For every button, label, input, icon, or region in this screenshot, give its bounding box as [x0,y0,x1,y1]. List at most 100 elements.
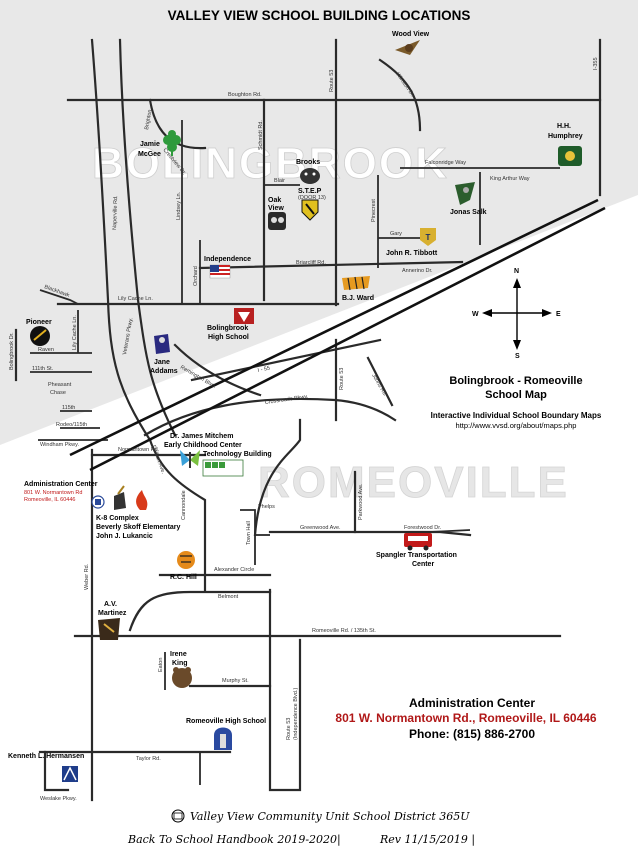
label-hh-humphrey-2: Humphrey [548,133,583,140]
road-independence [253,418,302,537]
label-forestwood: Forestwood Dr. [404,525,442,531]
label-mitchem-2: Early Childhood Center [164,442,242,449]
label-bolingbrook-hs-2: High School [208,334,249,341]
label-boughton: Boughton Rd. [228,92,262,98]
map-header-url[interactable]: http://www.vvsd.org/about/maps.php [456,421,577,430]
label-bj-ward: B.J. Ward [342,295,374,302]
label-brooks: Brooks [296,159,320,166]
label-hh-humphrey-1: H.H. [557,123,571,130]
compass-w: W [472,311,479,318]
page-title: VALLEY VIEW SCHOOL BUILDING LOCATIONS [168,8,471,23]
shield-icon[interactable] [301,199,319,221]
bus-icon[interactable] [404,533,432,551]
label-wood-view: Wood View [392,31,430,38]
label-taylor: Taylor Rd. [136,756,161,762]
label-dalhart: Dalhart Ave. [150,445,166,476]
bolingbrook-shaded-area [0,0,638,445]
raider-icon[interactable] [234,308,254,324]
label-remington: Remington Blvd. [179,365,217,391]
spartan-helmet-icon[interactable] [214,727,232,751]
label-schmidt: Schmidt Rd. [258,120,264,150]
tiger-icon[interactable] [342,276,370,291]
label-pinecrest: Pinecrest [371,199,377,222]
technology-logo-icon[interactable] [202,459,244,477]
road-naperville-east [118,38,177,437]
hawk-icon[interactable] [455,182,475,205]
label-k8-1: K-8 Complex [96,515,139,522]
school-labels: Wood View H.H. Humphrey Jamie McGee Broo… [8,31,583,760]
label-pheasant-1: Pheasant [48,382,72,388]
road-briarcliff [198,260,464,270]
admin-center-title: Administration Center [409,696,535,710]
owl-icon[interactable] [268,212,286,230]
label-naperville: Naperville Rd. [112,195,119,230]
label-gary: Gary [390,231,402,237]
romeoville-area-label: ROMEOVILLE [258,458,569,507]
label-lindsey: Lindsey Ln. [176,191,182,220]
svg-text:T: T [426,233,431,242]
knight-icon[interactable] [154,334,170,354]
label-oak-view-2: View [268,205,284,212]
road-phelps [240,509,256,565]
clover-icon[interactable] [163,130,181,156]
hornet-icon[interactable] [558,146,582,166]
label-jane-addams-1: Jane [154,359,170,366]
admin-center-phone: Phone: (815) 886-2700 [409,727,535,741]
bear-icon[interactable] [172,667,192,688]
label-murphy: Murphy St. [222,678,249,684]
pioneer-icon[interactable] [30,326,50,346]
spartan-icon[interactable] [114,485,126,510]
label-bolingbrook-dr: Bolingbrook Dr. [9,332,15,370]
butterfly-icon[interactable] [180,450,200,468]
road-crossroads [143,397,397,437]
label-pioneer: Pioneer [26,319,52,326]
admin-seal-icon[interactable] [91,495,105,509]
label-i55: I - 55 [257,365,271,373]
label-brighton: Brighton [144,109,153,130]
label-i355: I-355 [593,57,599,70]
label-route53-north: Route 53 [329,70,335,92]
tibbott-logo-icon[interactable]: T [420,228,436,246]
label-route53-mid: Route 53 [339,368,345,390]
compass-e: E [556,311,561,318]
label-step-2: (DOOR 13) [298,195,326,201]
label-alexander: Alexander Circle [214,567,254,573]
label-anneline: Annerino Dr. [402,268,433,274]
road-route53-south [268,588,302,792]
label-pheasant-2: Chase [50,390,66,396]
road-greenwood [268,530,472,537]
label-jane-addams-2: Addams [150,368,178,375]
label-raven: Raven [38,347,54,353]
map-header-link-label: Interactive Individual School Boundary M… [431,411,602,420]
road-weslake [43,750,70,792]
label-parkwood: Parkwood Ave. [358,483,364,520]
label-admin-2: 801 W. Normantown Rd [24,490,82,496]
label-johns: Johns Rd. [370,373,388,398]
label-av-martinez-1: A.V. [104,601,117,608]
martinez-logo-icon[interactable] [98,618,120,640]
tiger-face-icon[interactable] [177,551,195,569]
label-route53-south-2: (Independence Blvd.) [293,688,299,740]
label-john-tibbott: John R. Tibbott [386,250,438,257]
eagle-icon[interactable] [395,40,420,55]
label-hermansen: Kenneth L. Hermansen [8,753,84,760]
flame-icon[interactable] [136,490,148,510]
label-orchard: Orchard [193,266,199,286]
label-lily-cache: Lily Cache Ln. [118,296,153,302]
label-jamie-mcgee-1: Jamie [140,141,160,148]
district-building-icon [171,809,185,823]
label-greenwood: Greenwood Ave. [300,525,341,531]
label-king-arthur: King Arthur Way [490,176,530,182]
label-weber: Weber Rd. [84,563,90,590]
label-lily-cache-west: Lily Cache Ln. [72,315,78,350]
road-naperville [90,38,152,442]
bulldog-icon[interactable] [300,168,320,184]
flag-icon[interactable] [209,264,231,279]
hermansen-logo-icon[interactable] [62,766,78,782]
label-falconridge: Falconridge Way [425,160,466,166]
label-bolingbrook-hs-1: Bolingbrook [207,325,248,332]
label-weslake: Weslake Pkwy. [40,796,77,802]
label-belmont: Belmont [218,594,239,600]
label-k8-3: John J. Lukancic [96,533,153,540]
